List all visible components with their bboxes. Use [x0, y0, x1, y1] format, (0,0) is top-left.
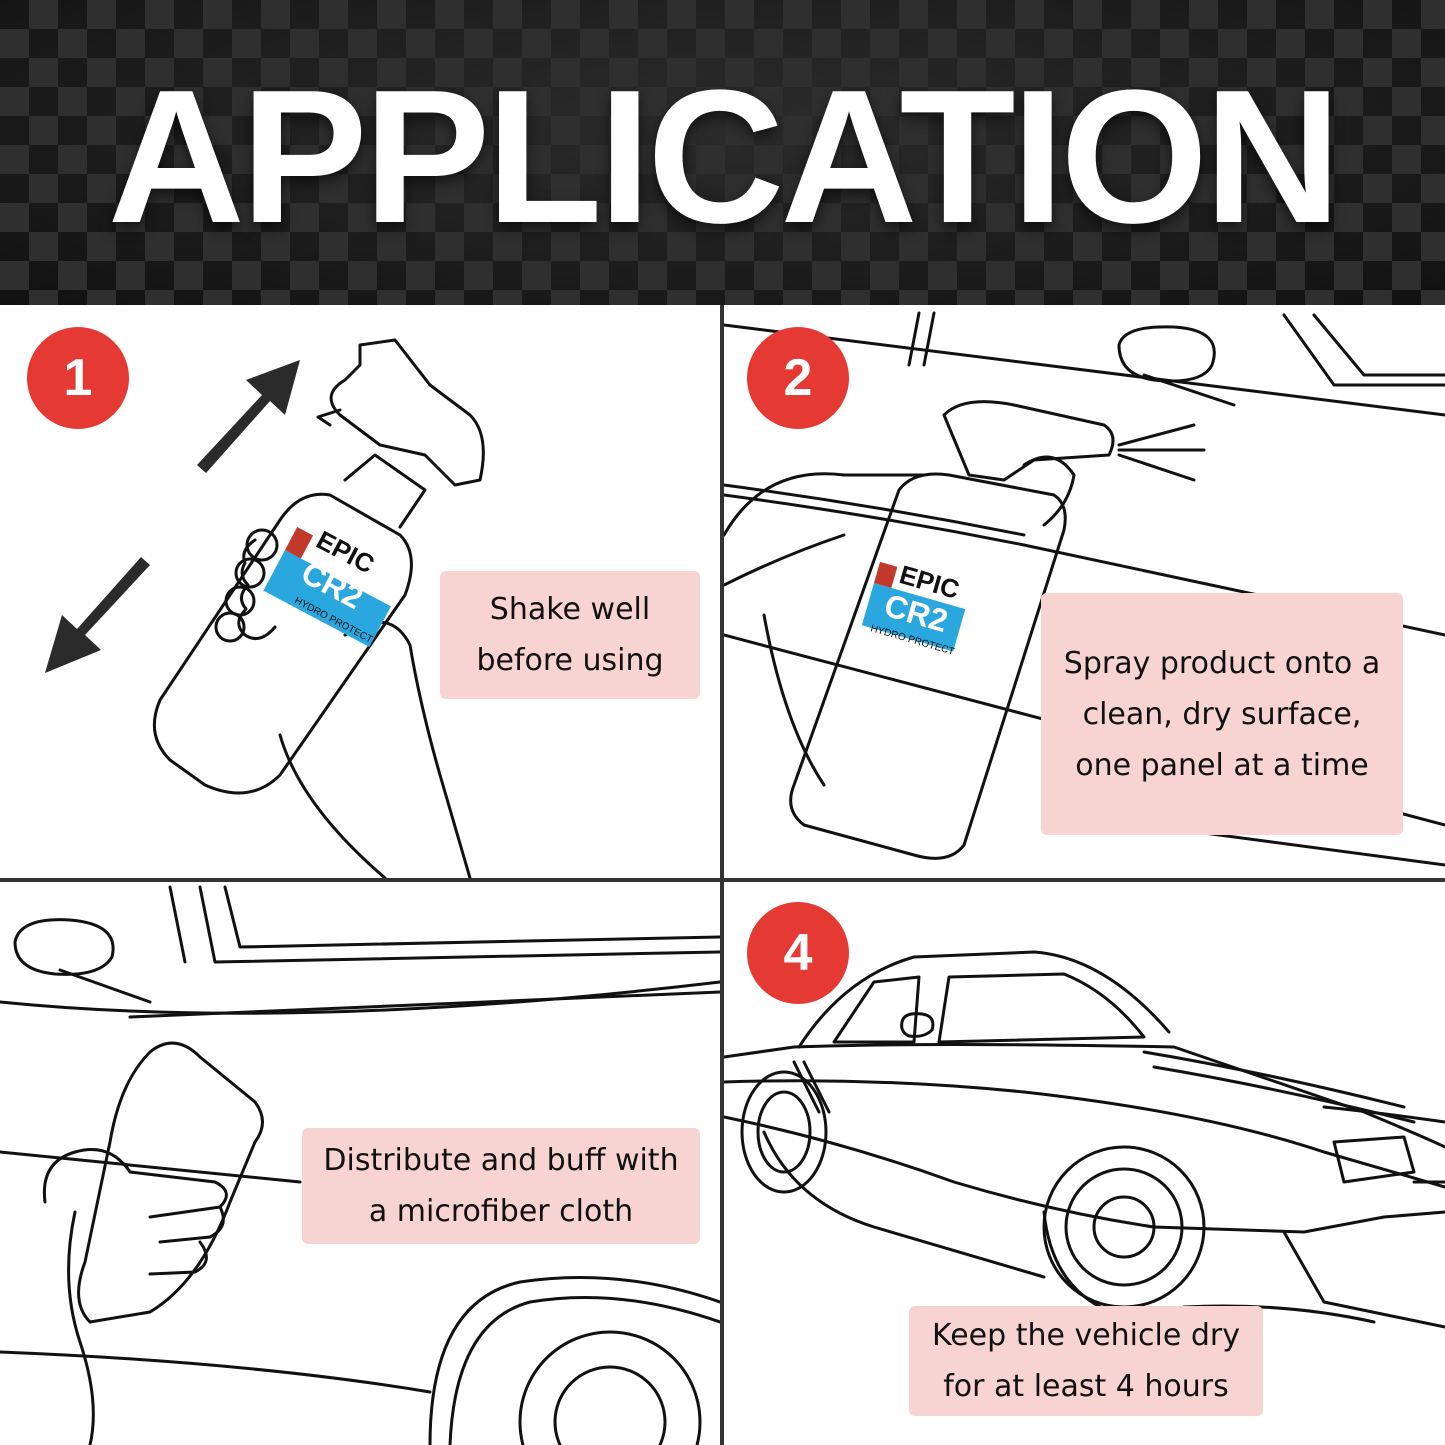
step-caption: Spray product onto a clean, dry surface,…: [1041, 593, 1403, 835]
step-caption: Keep the vehicle dry for at least 4 hour…: [909, 1306, 1263, 1416]
page-title: APPLICATION: [107, 51, 1342, 263]
dry-car-illustration: [724, 950, 1445, 1329]
step-badge: 4: [747, 902, 849, 1004]
buff-cloth-illustration: [0, 885, 720, 1445]
vertical-divider: [720, 305, 724, 1445]
horizontal-divider: [0, 878, 1445, 882]
step-3-panel: Distribute and buff with a microfiber cl…: [0, 882, 720, 1445]
step-1-panel: EPIC CR2 HYDRO PROTECT 1 Shake well befo…: [0, 305, 720, 878]
step-caption: Shake well before using: [440, 571, 700, 699]
step-caption: Distribute and buff with a microfiber cl…: [302, 1128, 700, 1244]
shake-bottle-illustration: [45, 338, 485, 878]
step-4-panel: 4 Keep the vehicle dry for at least 4 ho…: [724, 882, 1445, 1445]
step-2-panel: EPIC CR2 HYDRO PROTECT 2 Spray product o…: [724, 305, 1445, 878]
step-badge: 1: [27, 327, 129, 429]
carbon-fiber-header: APPLICATION: [0, 0, 1445, 305]
step-badge: 2: [747, 327, 849, 429]
